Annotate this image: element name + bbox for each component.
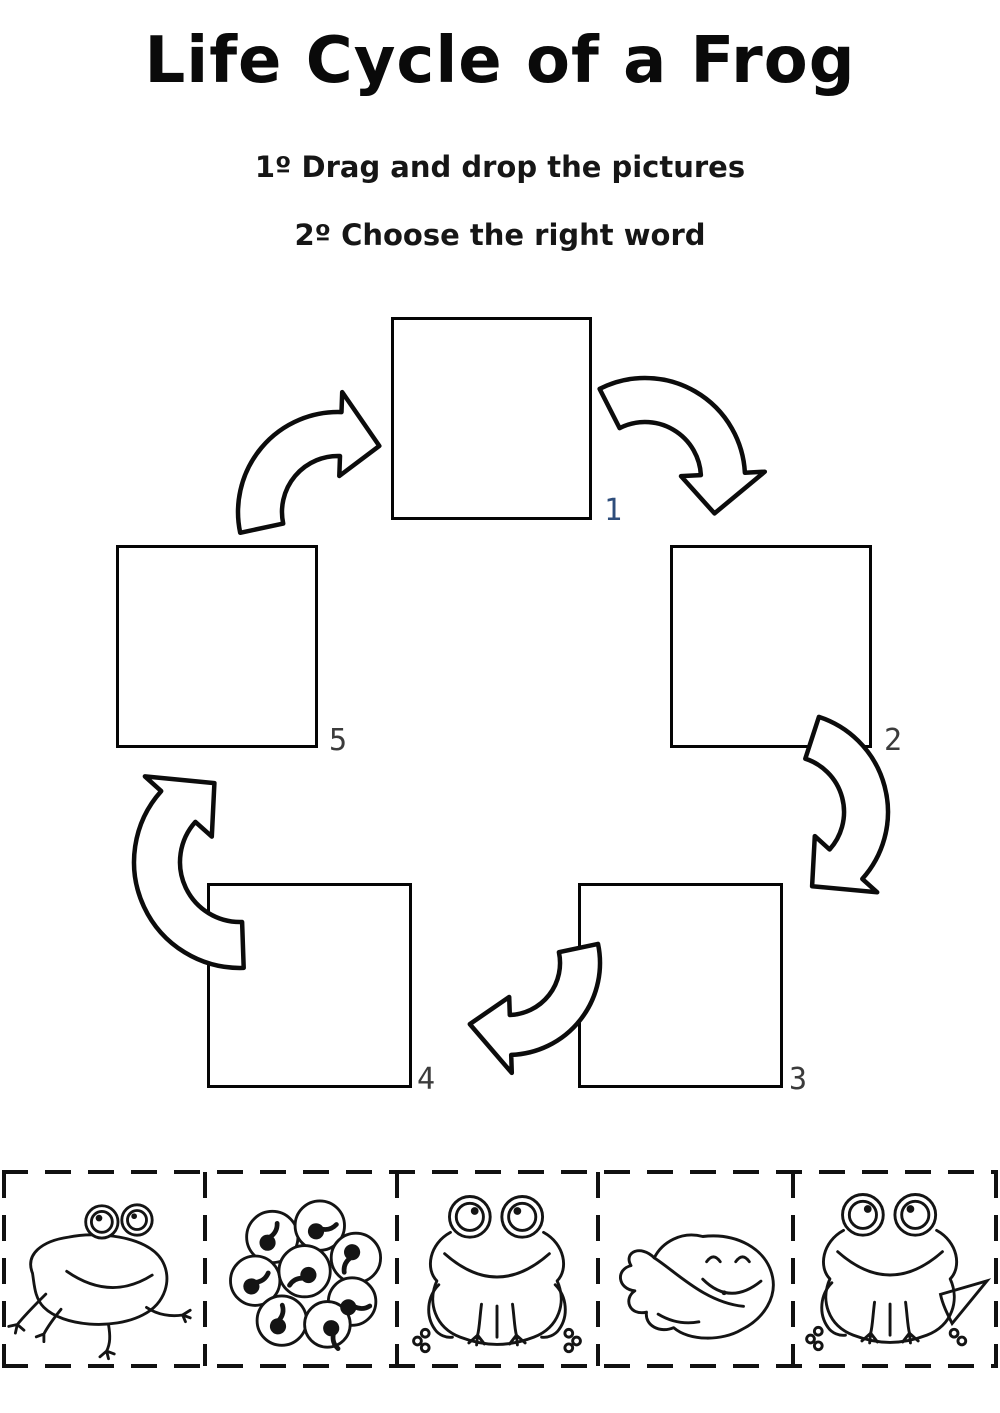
frog-eggs-image[interactable] [229,1199,383,1349]
drop-slot-3[interactable] [578,883,783,1088]
leaping-frog-image[interactable] [7,1203,192,1361]
drop-slot-2[interactable] [670,545,872,748]
froglet-with-tail-image[interactable] [805,1193,992,1352]
slot-number-2: 2 [884,723,903,758]
drop-slot-5[interactable] [116,545,318,748]
tadpole-image[interactable] [619,1233,775,1340]
instruction-step-2: 2º Choose the right word [294,218,706,252]
slot-number-1: 1 [604,493,623,528]
page-title: Life Cycle of a Frog [144,24,856,98]
curved-arrow-5-to-1-icon [235,389,382,536]
cut-lines [2,1170,998,1368]
drop-slot-4[interactable] [207,883,412,1088]
slot-number-4: 4 [417,1062,436,1097]
sitting-frog-image[interactable] [412,1195,582,1354]
slot-number-5: 5 [329,723,348,758]
instruction-step-1: 1º Drag and drop the pictures [254,150,746,184]
picture-strip [0,1166,1000,1372]
slot-number-3: 3 [789,1062,808,1097]
drop-slot-1[interactable] [391,317,592,520]
curved-arrow-1-to-2-icon [597,375,768,516]
